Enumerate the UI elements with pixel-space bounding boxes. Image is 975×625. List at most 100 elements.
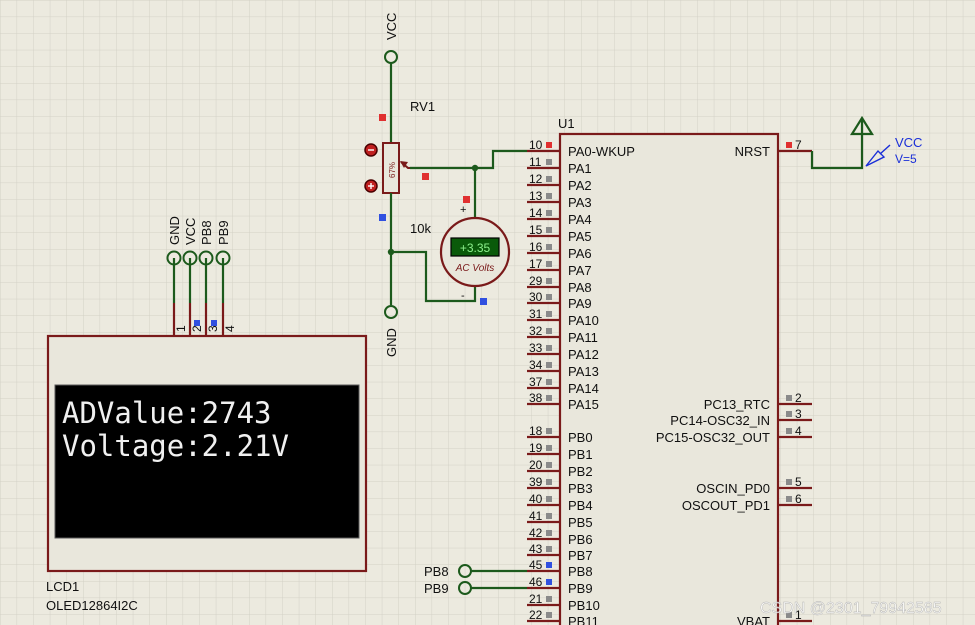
u1-pin-number: 31	[529, 307, 543, 321]
rv1-potentiometer[interactable]: RV1 67% 10k	[364, 99, 435, 236]
vcc-terminal-label: VCC	[895, 135, 922, 150]
u1-pin-name: PA15	[568, 397, 599, 412]
u1-pin-name: PA13	[568, 364, 599, 379]
u1-pin-number: 18	[529, 424, 543, 438]
u1-pin-number: 17	[529, 257, 543, 271]
u1-pin-pb10[interactable]: 21 PB10	[527, 592, 600, 613]
u1-pin-number: 30	[529, 290, 543, 304]
u1-pin-marker	[546, 278, 552, 284]
u1-pin-name: PA14	[568, 381, 599, 396]
u1-pin-marker	[546, 159, 552, 165]
u1-pin-name: PB2	[568, 464, 593, 479]
u1-pin-name: PA10	[568, 313, 599, 328]
lcd1-oled[interactable]: GND1GNDVCC2VCCPB83SCLPB94SDA ADValue:274…	[46, 216, 368, 613]
lcd1-ref: LCD1	[46, 579, 79, 594]
vcc-terminal-arrow	[850, 115, 874, 136]
u1-pin-pa7[interactable]: 17 PA7	[527, 257, 592, 278]
u1-pin-marker	[546, 395, 552, 401]
u1-pin-marker	[546, 546, 552, 552]
u1-pin-marker	[546, 227, 552, 233]
u1-pin-name: PB8	[568, 564, 593, 579]
ac-voltmeter[interactable]: + +3.35 AC Volts -	[439, 196, 511, 305]
u1-pin-pa10[interactable]: 31 PA10	[527, 307, 599, 328]
u1-pin-name: PA7	[568, 263, 592, 278]
u1-pin-marker	[546, 612, 552, 618]
u1-pin-number: 2	[795, 391, 802, 405]
u1-pin-name: PB1	[568, 447, 593, 462]
u1-pin-number: 43	[529, 542, 543, 556]
lcd1-screen-line-1: ADValue:2743	[62, 396, 272, 430]
ground-terminal[interactable]: GND	[384, 305, 399, 357]
vcc-power-terminal[interactable]: VCC V=5	[850, 115, 922, 167]
u1-pin-number: 15	[529, 223, 543, 237]
u1-pin-name: OSCIN_PD0	[696, 481, 770, 496]
u1-body	[558, 132, 780, 625]
u1-pin-name: PC13_RTC	[704, 397, 770, 412]
u1-pin-name: PC14-OSC32_IN	[670, 413, 770, 428]
u1-pin-name: PA11	[568, 330, 598, 345]
lcd1-pin-terminal	[198, 250, 214, 266]
u1-pin-number: 13	[529, 189, 543, 203]
gnd-terminal-circle	[384, 305, 398, 319]
pb9-net-label: PB9	[424, 581, 449, 596]
u1-ref: U1	[558, 116, 575, 131]
watermark: CSDN @2301_79942585	[760, 600, 942, 617]
u1-pin-name: VBAT	[737, 614, 770, 625]
u1-pin-name: OSCOUT_PD1	[682, 498, 770, 513]
u1-pin-name: PB9	[568, 581, 593, 596]
rv1-value: 10k	[410, 221, 431, 236]
rv1-ref: RV1	[410, 99, 435, 114]
u1-pin-marker	[546, 345, 552, 351]
u1-pin-name: PA2	[568, 178, 592, 193]
u1-pin-name: PA8	[568, 280, 592, 295]
u1-pin-marker	[546, 294, 552, 300]
u1-pin-number: 38	[529, 391, 543, 405]
u1-pin-number: 21	[529, 592, 543, 606]
rv1-marker-wiper	[422, 173, 429, 180]
u1-pin-marker	[546, 142, 552, 148]
u1-pin-number: 41	[529, 509, 543, 523]
meter-plus-sign: +	[460, 204, 466, 216]
meter-display	[450, 237, 500, 257]
u1-pin-marker	[546, 579, 552, 585]
u1-pin-number: 42	[529, 526, 543, 540]
rv1-marker-bottom	[379, 214, 386, 221]
u1-pin-pc13_rtc[interactable]: 2 PC13_RTC	[704, 391, 812, 412]
u1-pin-number: 11	[529, 155, 542, 169]
u1-pin-pa15[interactable]: 38 PA15	[527, 391, 599, 412]
u1-pin-name: PB10	[568, 598, 600, 613]
